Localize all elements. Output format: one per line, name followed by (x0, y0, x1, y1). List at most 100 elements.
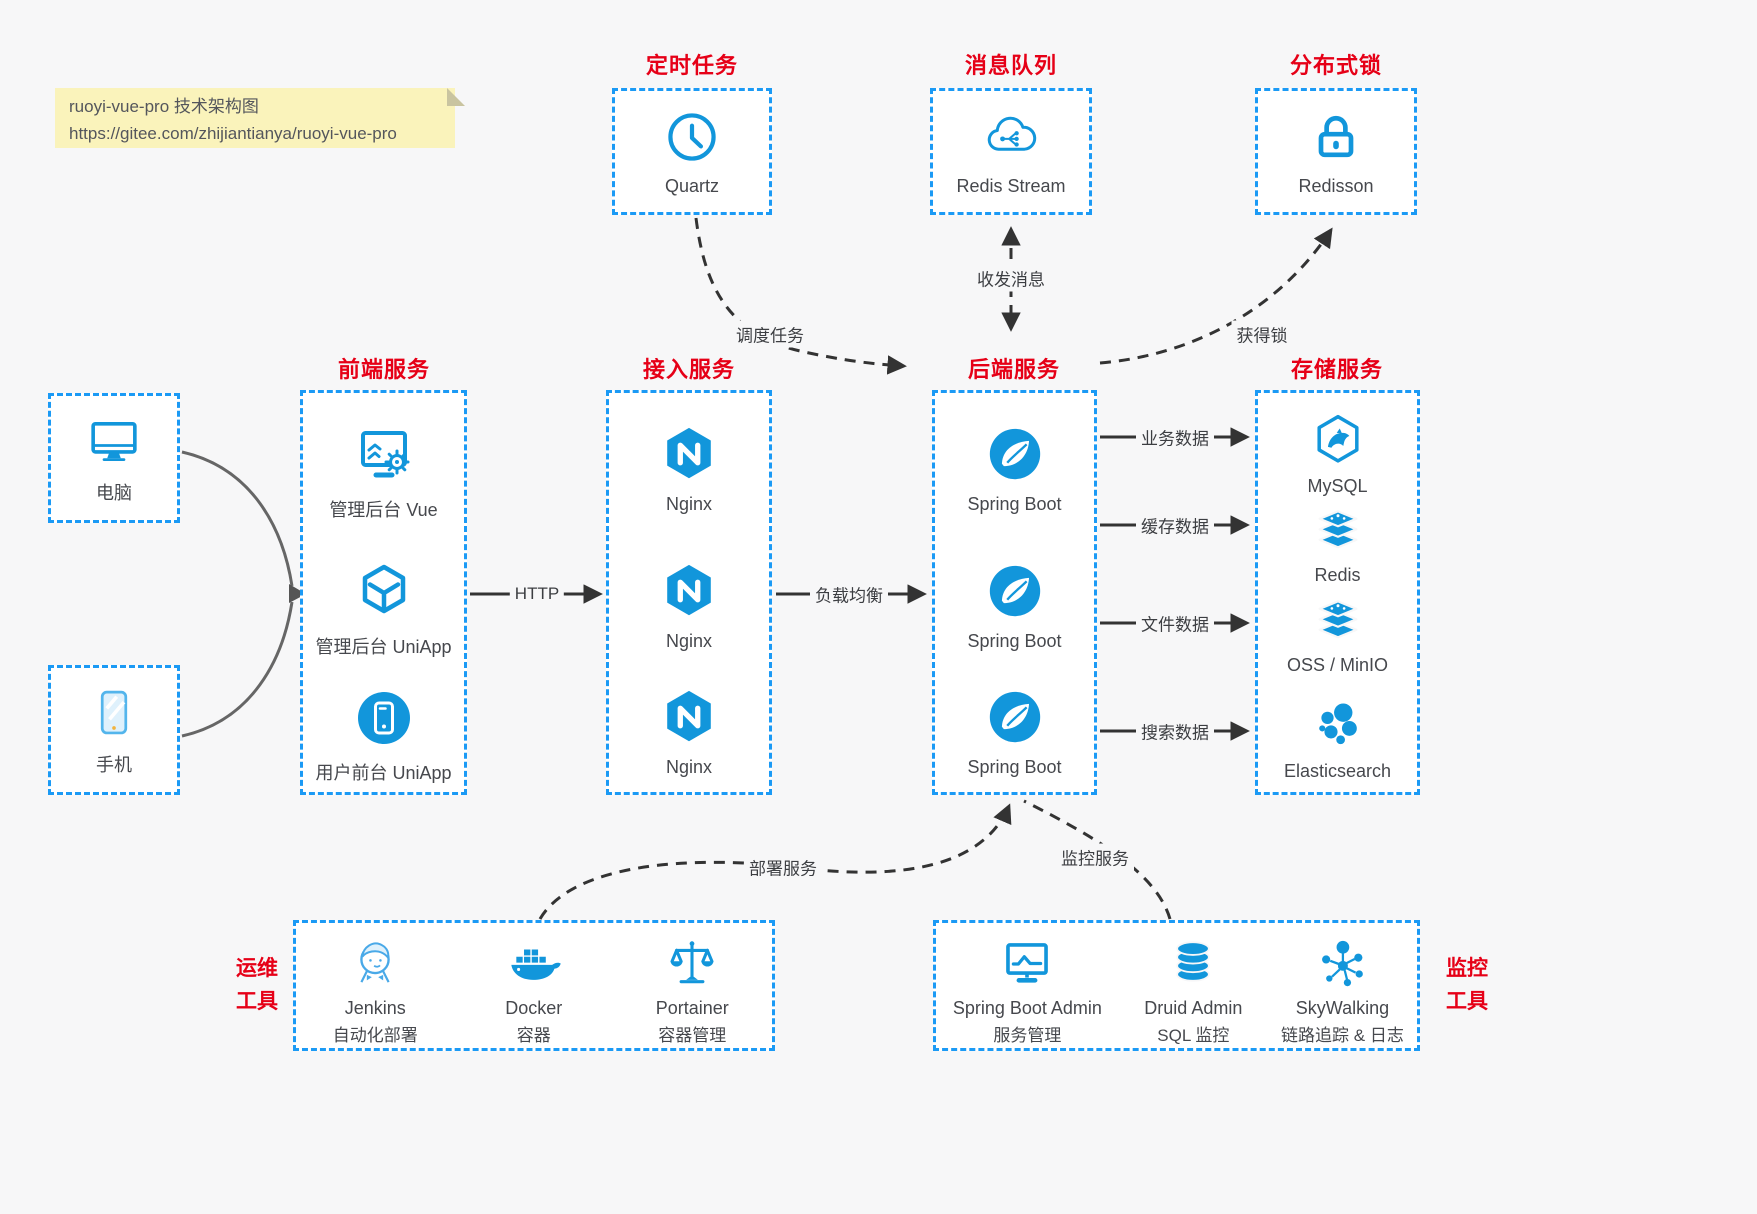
vue-admin-icon (352, 423, 416, 487)
computer-icon (85, 412, 143, 470)
backend-column: Spring Boot Spring Boot Spring Boot (932, 390, 1097, 795)
message-label: 收发消息 (972, 264, 1050, 292)
uniapp-admin-label: 管理后台 UniApp (315, 637, 452, 657)
lock-icon (1306, 107, 1366, 167)
cache-data-label: 缓存数据 (1136, 511, 1214, 539)
redisson-node: Redisson (1258, 107, 1414, 197)
spring-boot-icon (984, 423, 1046, 485)
redis-stream-box: Redis Stream (930, 88, 1092, 215)
monitoring-tools-title: 监控 工具 (1432, 953, 1502, 1018)
redis-label: Redis (1314, 565, 1361, 585)
business-data-label: 业务数据 (1136, 423, 1214, 451)
elasticsearch-icon (1310, 696, 1366, 752)
storage-column: MySQL Redis OSS / MinIO Elasticsearch (1255, 390, 1420, 795)
acquire-lock-label: 获得锁 (1231, 320, 1293, 348)
title-backend: 后端服务 (967, 357, 1061, 382)
springboot-label-3: Spring Boot (967, 757, 1062, 777)
note-url: https://gitee.com/zhijiantianya/ruoyi-vu… (69, 124, 397, 144)
druid-admin-node: Druid Admin SQL 监控 (1119, 923, 1268, 1048)
docker-node: Docker 容器 (455, 923, 614, 1048)
client-arrowhead (289, 584, 306, 603)
oss-minio-label: OSS / MinIO (1286, 655, 1389, 675)
nginx-icon (658, 423, 720, 485)
jenkins-name: Jenkins (344, 998, 406, 1018)
title-storage: 存储服务 (1290, 357, 1384, 382)
oss-minio-icon (1310, 590, 1366, 646)
vue-admin-label: 管理后台 Vue (329, 500, 438, 520)
nginx-icon (658, 686, 720, 748)
redis-stream-label: Redis Stream (956, 176, 1066, 196)
elasticsearch-label: Elasticsearch (1283, 761, 1392, 781)
nginx-label-2: Nginx (665, 631, 713, 651)
note-title: ruoyi-vue-pro 技术架构图 (69, 97, 259, 116)
springboot-admin-node: Spring Boot Admin 服务管理 (936, 923, 1119, 1048)
portainer-icon (663, 935, 721, 993)
monitor-service-label: 监控服务 (1056, 843, 1134, 871)
springboot-label-2: Spring Boot (967, 631, 1062, 651)
quartz-label: Quartz (664, 176, 720, 196)
nginx-icon (658, 560, 720, 622)
message-cloud-icon (981, 107, 1041, 167)
mysql-node: MySQL (1258, 411, 1417, 497)
nginx-node-2: Nginx (609, 560, 769, 652)
ops-tools-box: Jenkins 自动化部署 Docker 容器 Portainer 容器管理 (293, 920, 775, 1051)
skywalking-name: SkyWalking (1295, 998, 1390, 1018)
pc-client-box: 电脑 (48, 393, 180, 523)
load-balance-label: 负载均衡 (810, 580, 888, 608)
jenkins-desc: 自动化部署 (332, 1026, 418, 1045)
portainer-name: Portainer (655, 998, 729, 1018)
phone-icon (85, 684, 143, 742)
monitoring-tools-title-line1: 监控 (1446, 957, 1488, 980)
uniapp-user-label: 用户前台 UniApp (315, 763, 452, 783)
springboot-label-1: Spring Boot (967, 494, 1062, 514)
monitoring-tools-box: Spring Boot Admin 服务管理 Druid Admin SQL 监… (933, 920, 1420, 1051)
schedule-task-label: 调度任务 (731, 320, 809, 348)
redisson-box: Redisson (1255, 88, 1417, 215)
title-gateway: 接入服务 (642, 357, 736, 382)
redis-stream-node: Redis Stream (933, 107, 1089, 197)
uniapp-admin-node: 管理后台 UniApp (303, 560, 464, 659)
springboot-node-3: Spring Boot (935, 686, 1094, 778)
redisson-label: Redisson (1298, 176, 1374, 196)
uniapp-phone-icon (352, 686, 416, 750)
ops-tools-title-line2: 工具 (236, 989, 278, 1013)
nginx-label-1: Nginx (665, 494, 713, 514)
ops-tools-title-line1: 运维 (236, 957, 278, 980)
oss-minio-node: OSS / MinIO (1258, 590, 1417, 676)
uniapp-user-node: 用户前台 UniApp (303, 686, 464, 785)
title-scheduled-tasks: 定时任务 (645, 53, 739, 78)
docker-icon (505, 935, 563, 993)
springboot-node-2: Spring Boot (935, 560, 1094, 652)
schedule-task-curve (694, 217, 907, 375)
pc-client-node: 电脑 (51, 412, 177, 505)
skywalking-icon (1313, 935, 1371, 993)
spring-boot-icon (984, 686, 1046, 748)
mobile-client-box: 手机 (48, 665, 180, 795)
deploy-service-label: 部署服务 (744, 853, 822, 881)
mobile-client-node: 手机 (51, 684, 177, 777)
pc-client-label: 电脑 (96, 483, 132, 503)
monitoring-tools-title-line2: 工具 (1446, 989, 1488, 1013)
skywalking-node: SkyWalking 链路追踪 & 日志 (1268, 923, 1417, 1048)
redis-node: Redis (1258, 500, 1417, 586)
http-label: HTTP (509, 583, 565, 605)
druid-admin-desc: SQL 监控 (1157, 1026, 1230, 1045)
nginx-node-3: Nginx (609, 686, 769, 778)
jenkins-node: Jenkins 自动化部署 (296, 923, 455, 1048)
nginx-node-1: Nginx (609, 423, 769, 515)
title-frontend: 前端服务 (337, 357, 431, 382)
portainer-node: Portainer 容器管理 (613, 923, 772, 1048)
mysql-label: MySQL (1307, 476, 1368, 496)
springboot-admin-name: Spring Boot Admin (952, 998, 1102, 1018)
clock-icon (662, 107, 722, 167)
skywalking-desc: 链路追踪 & 日志 (1281, 1026, 1404, 1045)
gateway-column: Nginx Nginx Nginx (606, 390, 772, 795)
client-to-frontend-curves (181, 450, 294, 738)
uniapp-cube-icon (352, 560, 416, 624)
springboot-node-1: Spring Boot (935, 423, 1094, 515)
druid-admin-name: Druid Admin (1144, 998, 1243, 1018)
quartz-node: Quartz (615, 107, 769, 197)
elasticsearch-node: Elasticsearch (1258, 696, 1417, 782)
mobile-client-label: 手机 (96, 755, 132, 775)
